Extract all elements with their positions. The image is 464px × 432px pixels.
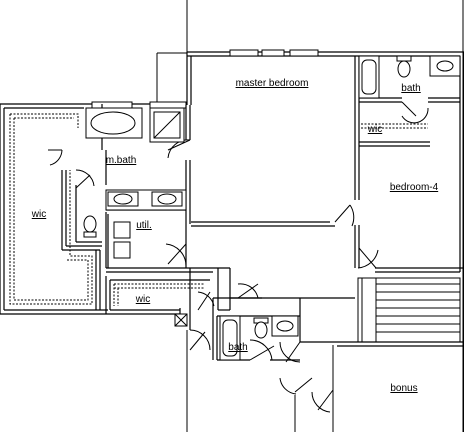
stairs [357,277,461,343]
tub-master [85,107,143,139]
label-bedroom-4: bedroom-4 [390,182,439,193]
sink-upper [429,55,461,77]
washer-dryer [113,221,131,259]
label-bonus: bonus [390,383,417,394]
label-wic-bottom: wic [135,294,150,305]
room-labels: master bedroom bath wic bedroom-4 m.bath… [31,78,439,394]
tub-upper [358,55,380,99]
label-bath-lower: bath [228,342,247,353]
fixtures [83,55,461,361]
tub-lower [219,315,241,361]
toilet-lower [253,317,269,339]
sink-lower [271,315,299,337]
toilet-master [83,215,97,238]
label-util: util. [136,220,152,231]
label-mbath: m.bath [106,155,137,166]
shower-master [149,107,185,143]
closet-shelving [9,113,428,306]
label-master-bedroom: master bedroom [236,78,309,89]
vanity-master [105,189,187,211]
interior-walls [61,56,464,361]
property-lines [156,0,464,432]
label-wic-left: wic [31,209,46,220]
label-bath-upper: bath [401,83,420,94]
toilet-upper [396,55,412,78]
label-wic-right: wic [367,124,382,135]
mechanical-box [174,313,188,327]
doors [48,101,429,413]
